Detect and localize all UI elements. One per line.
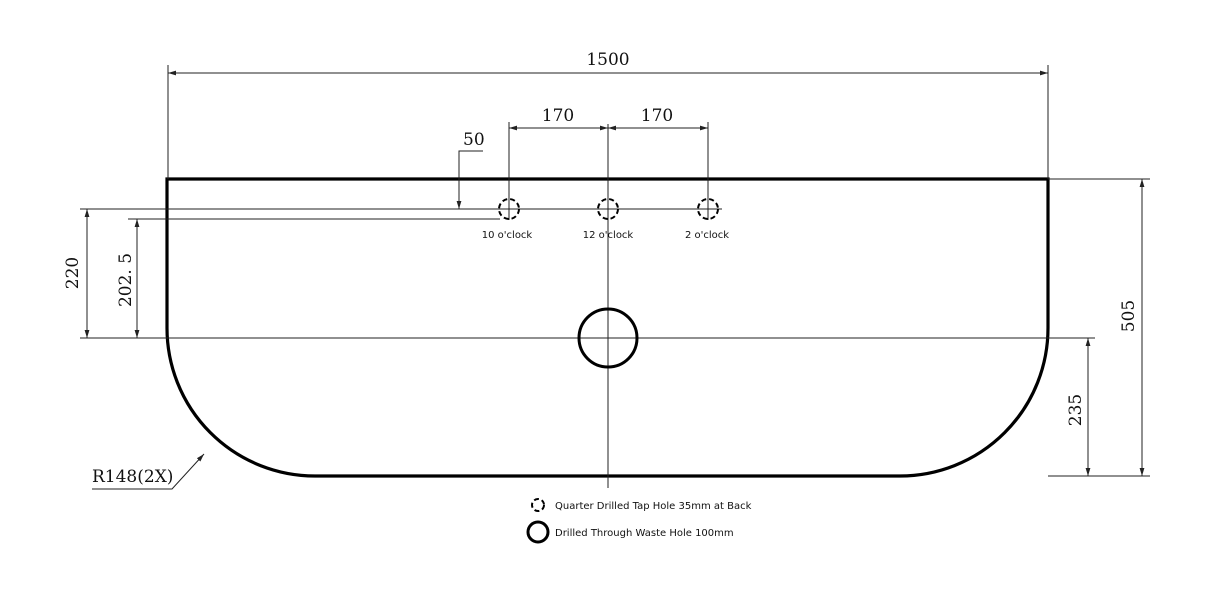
- tap-spacing-right-value: 170: [641, 106, 673, 126]
- tap-hole-10-oclock: [498, 198, 520, 220]
- waste-from-back-value: 220: [63, 257, 83, 289]
- legend-tap-hole-label: Quarter Drilled Tap Hole 35mm at Back: [555, 501, 752, 512]
- overall-width-value: 1500: [586, 50, 629, 70]
- corner-radius-leader: [92, 453, 205, 490]
- tap-label-10-oclock: 10 o'clock: [482, 230, 533, 241]
- legend-waste-hole-label: Drilled Through Waste Hole 100mm: [555, 528, 734, 539]
- depth-total-value: 505: [1119, 300, 1139, 332]
- tap-offset-leader: [456, 150, 483, 209]
- legend-waste-hole-icon: [526, 520, 550, 544]
- waste-from-front-value: 235: [1066, 394, 1086, 426]
- tap-hole-12-oclock: [597, 198, 619, 220]
- tap-spacing-left-value: 170: [542, 106, 574, 126]
- basin-outline: [165, 177, 1050, 478]
- tap-label-2-oclock: 2 o'clock: [685, 230, 729, 241]
- tap-label-12-oclock: 12 o'clock: [583, 230, 634, 241]
- tap-offset-value: 50: [463, 130, 485, 150]
- corner-radius-value: R148(2X): [92, 467, 173, 487]
- tap-hole-2-oclock: [697, 198, 719, 220]
- legend-tap-hole-icon: [531, 498, 545, 512]
- tap-row-to-waste-value: 202. 5: [116, 253, 136, 307]
- waste-hole: [577, 307, 639, 369]
